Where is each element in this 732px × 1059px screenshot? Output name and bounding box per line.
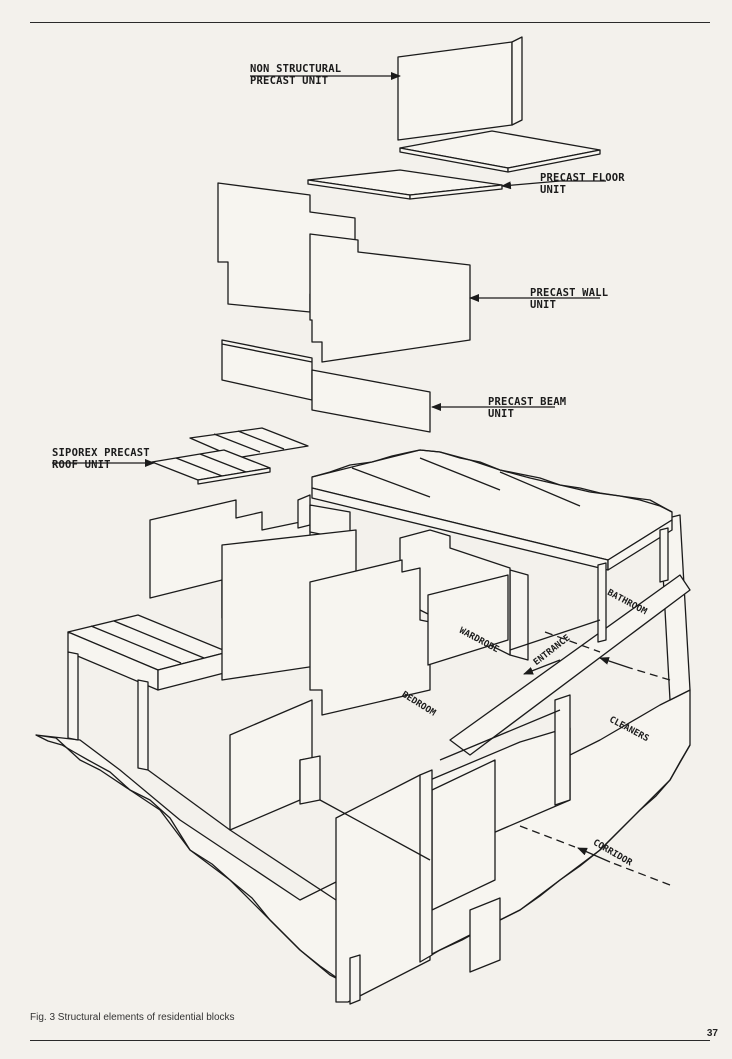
precast-beam-unit-label: PRECAST BEAM UNIT <box>488 396 567 420</box>
entrance-arrow <box>523 659 561 675</box>
non-structural-unit-drawing <box>397 36 601 173</box>
top-rule <box>30 22 710 23</box>
precast-floor-unit-label: PRECAST FLOOR UNIT <box>540 172 625 196</box>
corridor-arrow <box>577 847 611 863</box>
siporex-roof-unit-label: SIPOREX PRECAST ROOF UNIT <box>52 447 150 471</box>
cleaners-arrow <box>599 657 631 669</box>
figure-caption: Fig. 3 Structural elements of residentia… <box>30 1012 235 1023</box>
siporex-roof-unit-drawing <box>151 427 309 485</box>
precast-beam-unit-drawing <box>221 339 431 433</box>
floor-unit-arrow <box>501 180 606 190</box>
leader-arrows <box>52 72 671 886</box>
bottom-rule <box>30 1040 710 1041</box>
building-block-drawing <box>35 449 691 1005</box>
precast-wall-unit-label: PRECAST WALL UNIT <box>530 287 609 311</box>
page-number: 37 <box>706 1028 718 1039</box>
precast-floor-unit-drawing <box>307 169 503 200</box>
non-structural-unit-label: NON STRUCTURAL PRECAST UNIT <box>250 63 342 87</box>
precast-wall-unit-drawing <box>217 182 471 363</box>
